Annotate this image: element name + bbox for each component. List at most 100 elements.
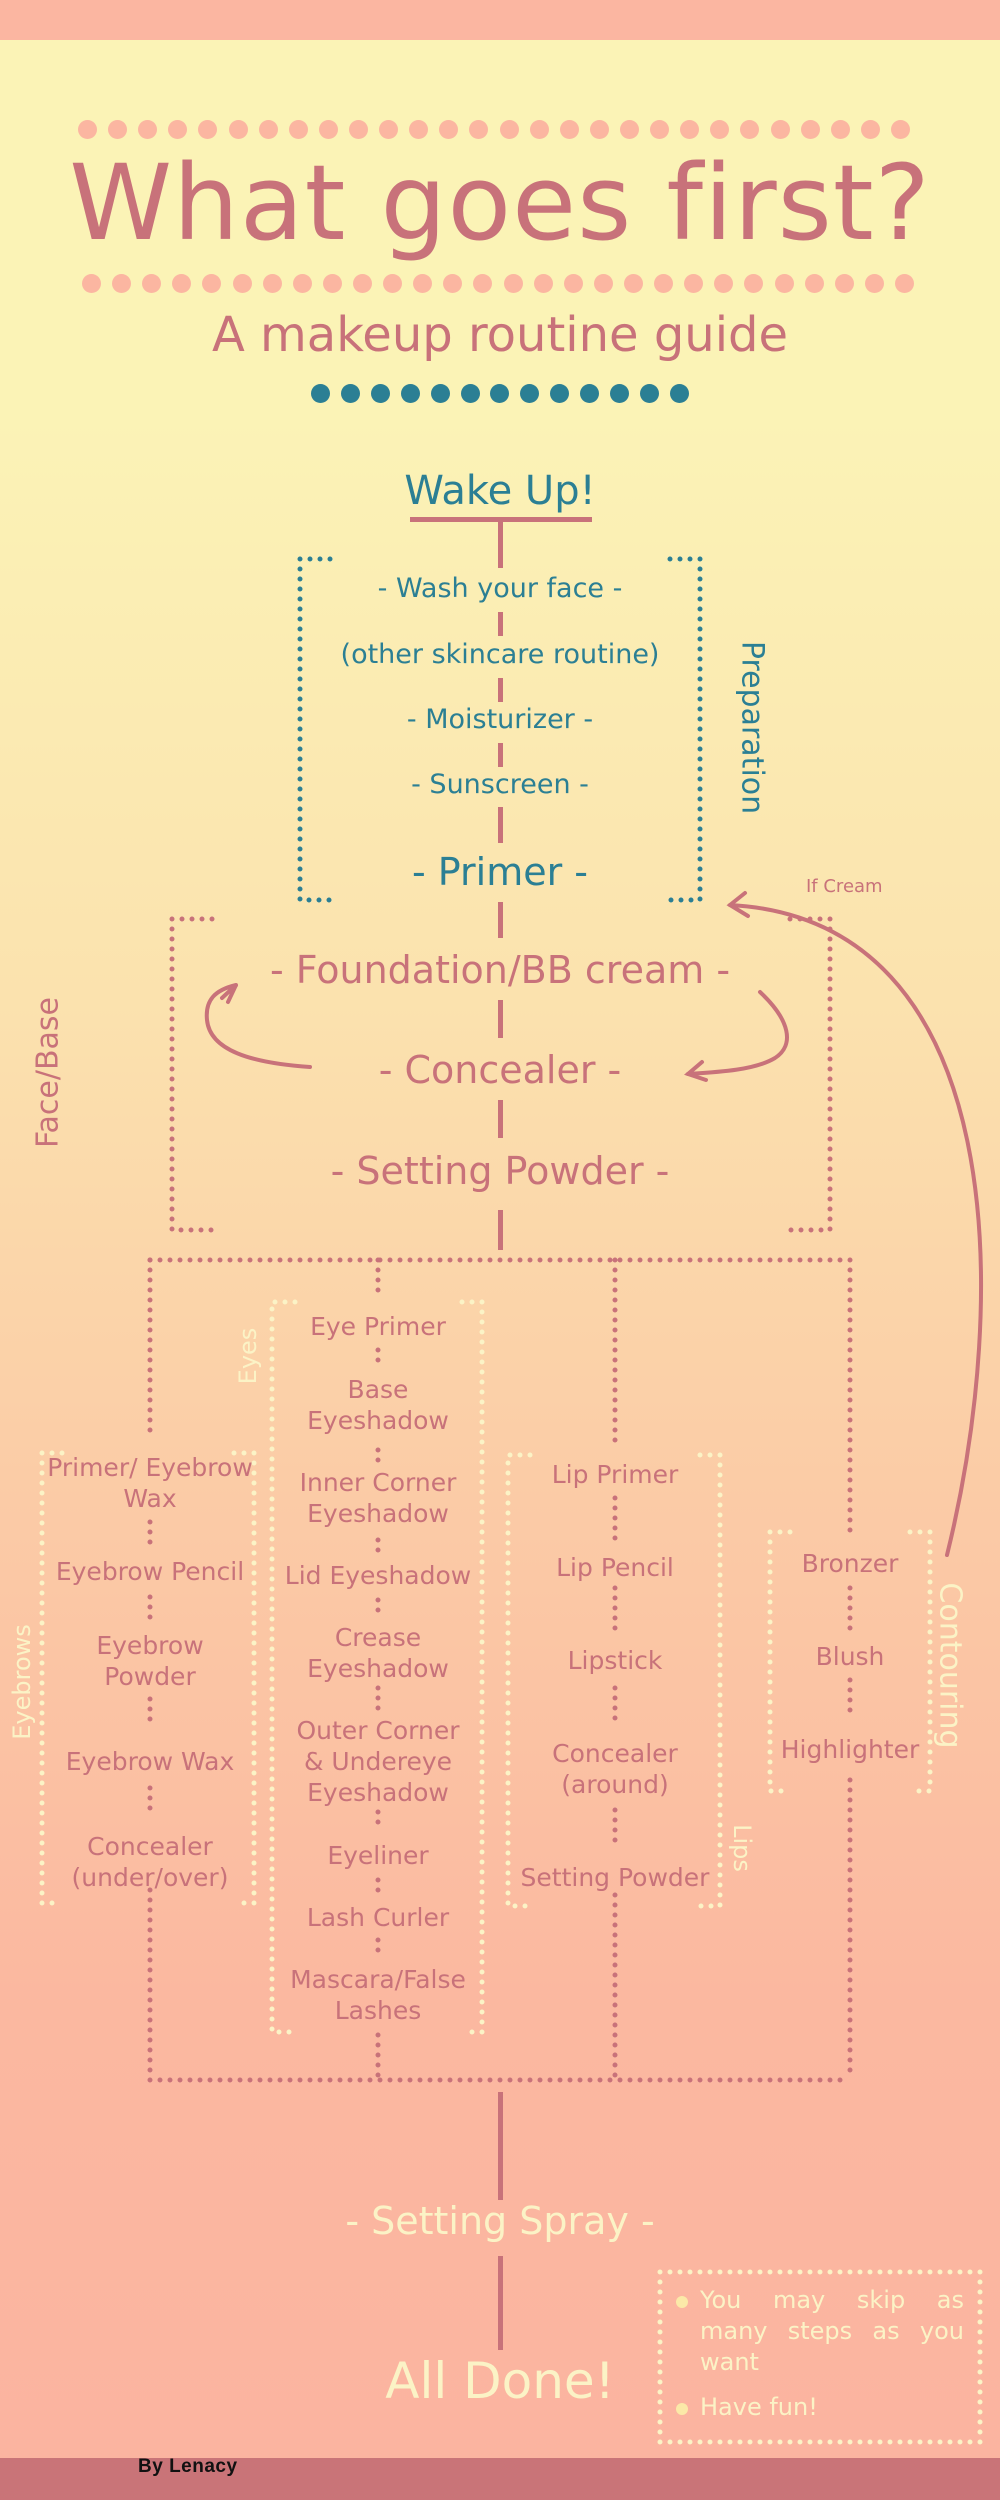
eyes-step-6: Outer Corner & Undereye Eyeshadow — [296, 1716, 460, 1807]
decorative-dot — [318, 120, 338, 139]
eyes-step-9: Mascara/False Lashes — [290, 1965, 466, 2025]
decorative-dot — [520, 384, 540, 403]
contouring-bracket-left — [767, 1529, 793, 1794]
eyes-step-4: Lid Eyeshadow — [284, 1561, 472, 1590]
decorative-dot — [82, 274, 101, 293]
decorative-dot — [563, 274, 583, 293]
decorative-dot — [623, 274, 643, 293]
decorative-dot — [292, 274, 312, 293]
footer-band — [0, 2458, 1000, 2500]
decorative-dot — [202, 274, 222, 293]
peach-dot-row-top — [78, 120, 910, 139]
eyebrows-bracket-right — [231, 1450, 257, 1906]
decorative-dot — [654, 274, 674, 293]
decorative-dot — [108, 120, 128, 139]
bullet-icon — [676, 2296, 688, 2308]
eyebrows-step-3: Eyebrow Powder — [96, 1631, 204, 1691]
contouring-step-2: Blush — [815, 1642, 885, 1671]
decorative-dot — [650, 120, 670, 139]
decorative-dot — [669, 384, 689, 403]
eyebrows-step-5: Concealer (under/over) — [71, 1832, 229, 1892]
eyes-step-1: Eye Primer — [310, 1312, 446, 1341]
decorative-dot — [400, 384, 420, 403]
decorative-dot — [559, 120, 579, 139]
decorative-dot — [770, 120, 790, 139]
decorative-dot — [443, 274, 463, 293]
step-connectors — [147, 1347, 853, 1955]
lips-step-5: Setting Powder — [520, 1863, 710, 1892]
decorative-dot — [490, 384, 510, 403]
decorative-dot — [710, 120, 730, 139]
setting-spray-label: - Setting Spray - — [345, 2199, 655, 2243]
decorative-dot — [619, 120, 639, 139]
eyes-bracket-left — [269, 1299, 298, 2035]
decorative-dot — [714, 274, 734, 293]
decorative-dot — [288, 120, 308, 139]
decorative-dot — [800, 120, 820, 139]
lips-step-4: Concealer (around) — [552, 1739, 678, 1799]
decorative-dot — [589, 120, 609, 139]
preparation-bracket — [297, 556, 703, 903]
eyes-step-3: Inner Corner Eyeshadow — [299, 1468, 457, 1528]
main-flow-line — [498, 522, 503, 2350]
face-base-bracket — [169, 916, 833, 1233]
face-step-setting-powder: - Setting Powder - — [330, 1149, 670, 1193]
decorative-dot — [232, 274, 252, 293]
decorative-dot — [473, 274, 493, 293]
decorative-dot — [860, 120, 880, 139]
eyebrows-step-1: Primer/ Eyebrow Wax — [47, 1453, 253, 1513]
face-step-foundation: - Foundation/BB cream - — [269, 948, 731, 992]
decorative-dot — [142, 274, 162, 293]
bullet-icon — [676, 2403, 688, 2415]
decorative-dot — [78, 120, 97, 139]
eyes-step-8: Lash Curler — [306, 1903, 450, 1932]
decorative-dot — [379, 120, 399, 139]
decorative-dot — [138, 120, 158, 139]
decorative-dot — [804, 274, 824, 293]
prep-step-wash: - Wash your face - — [377, 573, 623, 604]
decorative-dot — [168, 120, 188, 139]
page-title: What goes first? — [69, 142, 931, 264]
decorative-dot — [439, 120, 459, 139]
preparation-label: Preparation — [734, 640, 770, 815]
eyes-bracket-right — [459, 1299, 485, 2035]
lips-step-2: Lip Pencil — [556, 1553, 674, 1582]
eyebrows-step-4: Eyebrow Wax — [65, 1747, 235, 1776]
lips-bracket-right — [697, 1452, 723, 1909]
top-band — [0, 0, 1000, 40]
decorative-dot — [894, 274, 914, 293]
eyes-label: Eyes — [234, 1327, 262, 1385]
face-base-label: Face/Base — [30, 997, 66, 1148]
decorative-dot — [409, 120, 429, 139]
decorative-dot — [112, 274, 132, 293]
decorative-dot — [262, 274, 282, 293]
lips-bracket-left — [505, 1452, 533, 1909]
decorative-dot — [198, 120, 218, 139]
decorative-dot — [740, 120, 760, 139]
decorative-dot — [890, 120, 910, 139]
decorative-dot — [864, 274, 884, 293]
loop-arrow-right — [686, 990, 789, 1076]
wake-up-underline — [410, 517, 592, 522]
decorative-dot — [774, 274, 794, 293]
eyes-step-7: Eyeliner — [327, 1841, 429, 1870]
decorative-dot — [550, 384, 570, 403]
prep-step-skincare: (other skincare routine) — [340, 639, 660, 670]
decorative-dot — [413, 274, 433, 293]
decorative-dot — [503, 274, 523, 293]
decorative-dot — [430, 384, 450, 403]
decorative-dot — [460, 384, 480, 403]
if-cream-arrow — [728, 903, 984, 1557]
category-tree — [147, 1257, 853, 2083]
decorative-dot — [322, 274, 342, 293]
decorative-dot — [172, 274, 192, 293]
peach-dot-row-bottom — [82, 274, 914, 293]
decorative-dot — [258, 120, 278, 139]
decorative-dot — [228, 120, 248, 139]
decorative-dot — [370, 384, 390, 403]
decorative-dot — [533, 274, 553, 293]
face-step-concealer: - Concealer - — [378, 1048, 622, 1092]
decorative-dot — [469, 120, 489, 139]
decorative-dot — [744, 274, 764, 293]
